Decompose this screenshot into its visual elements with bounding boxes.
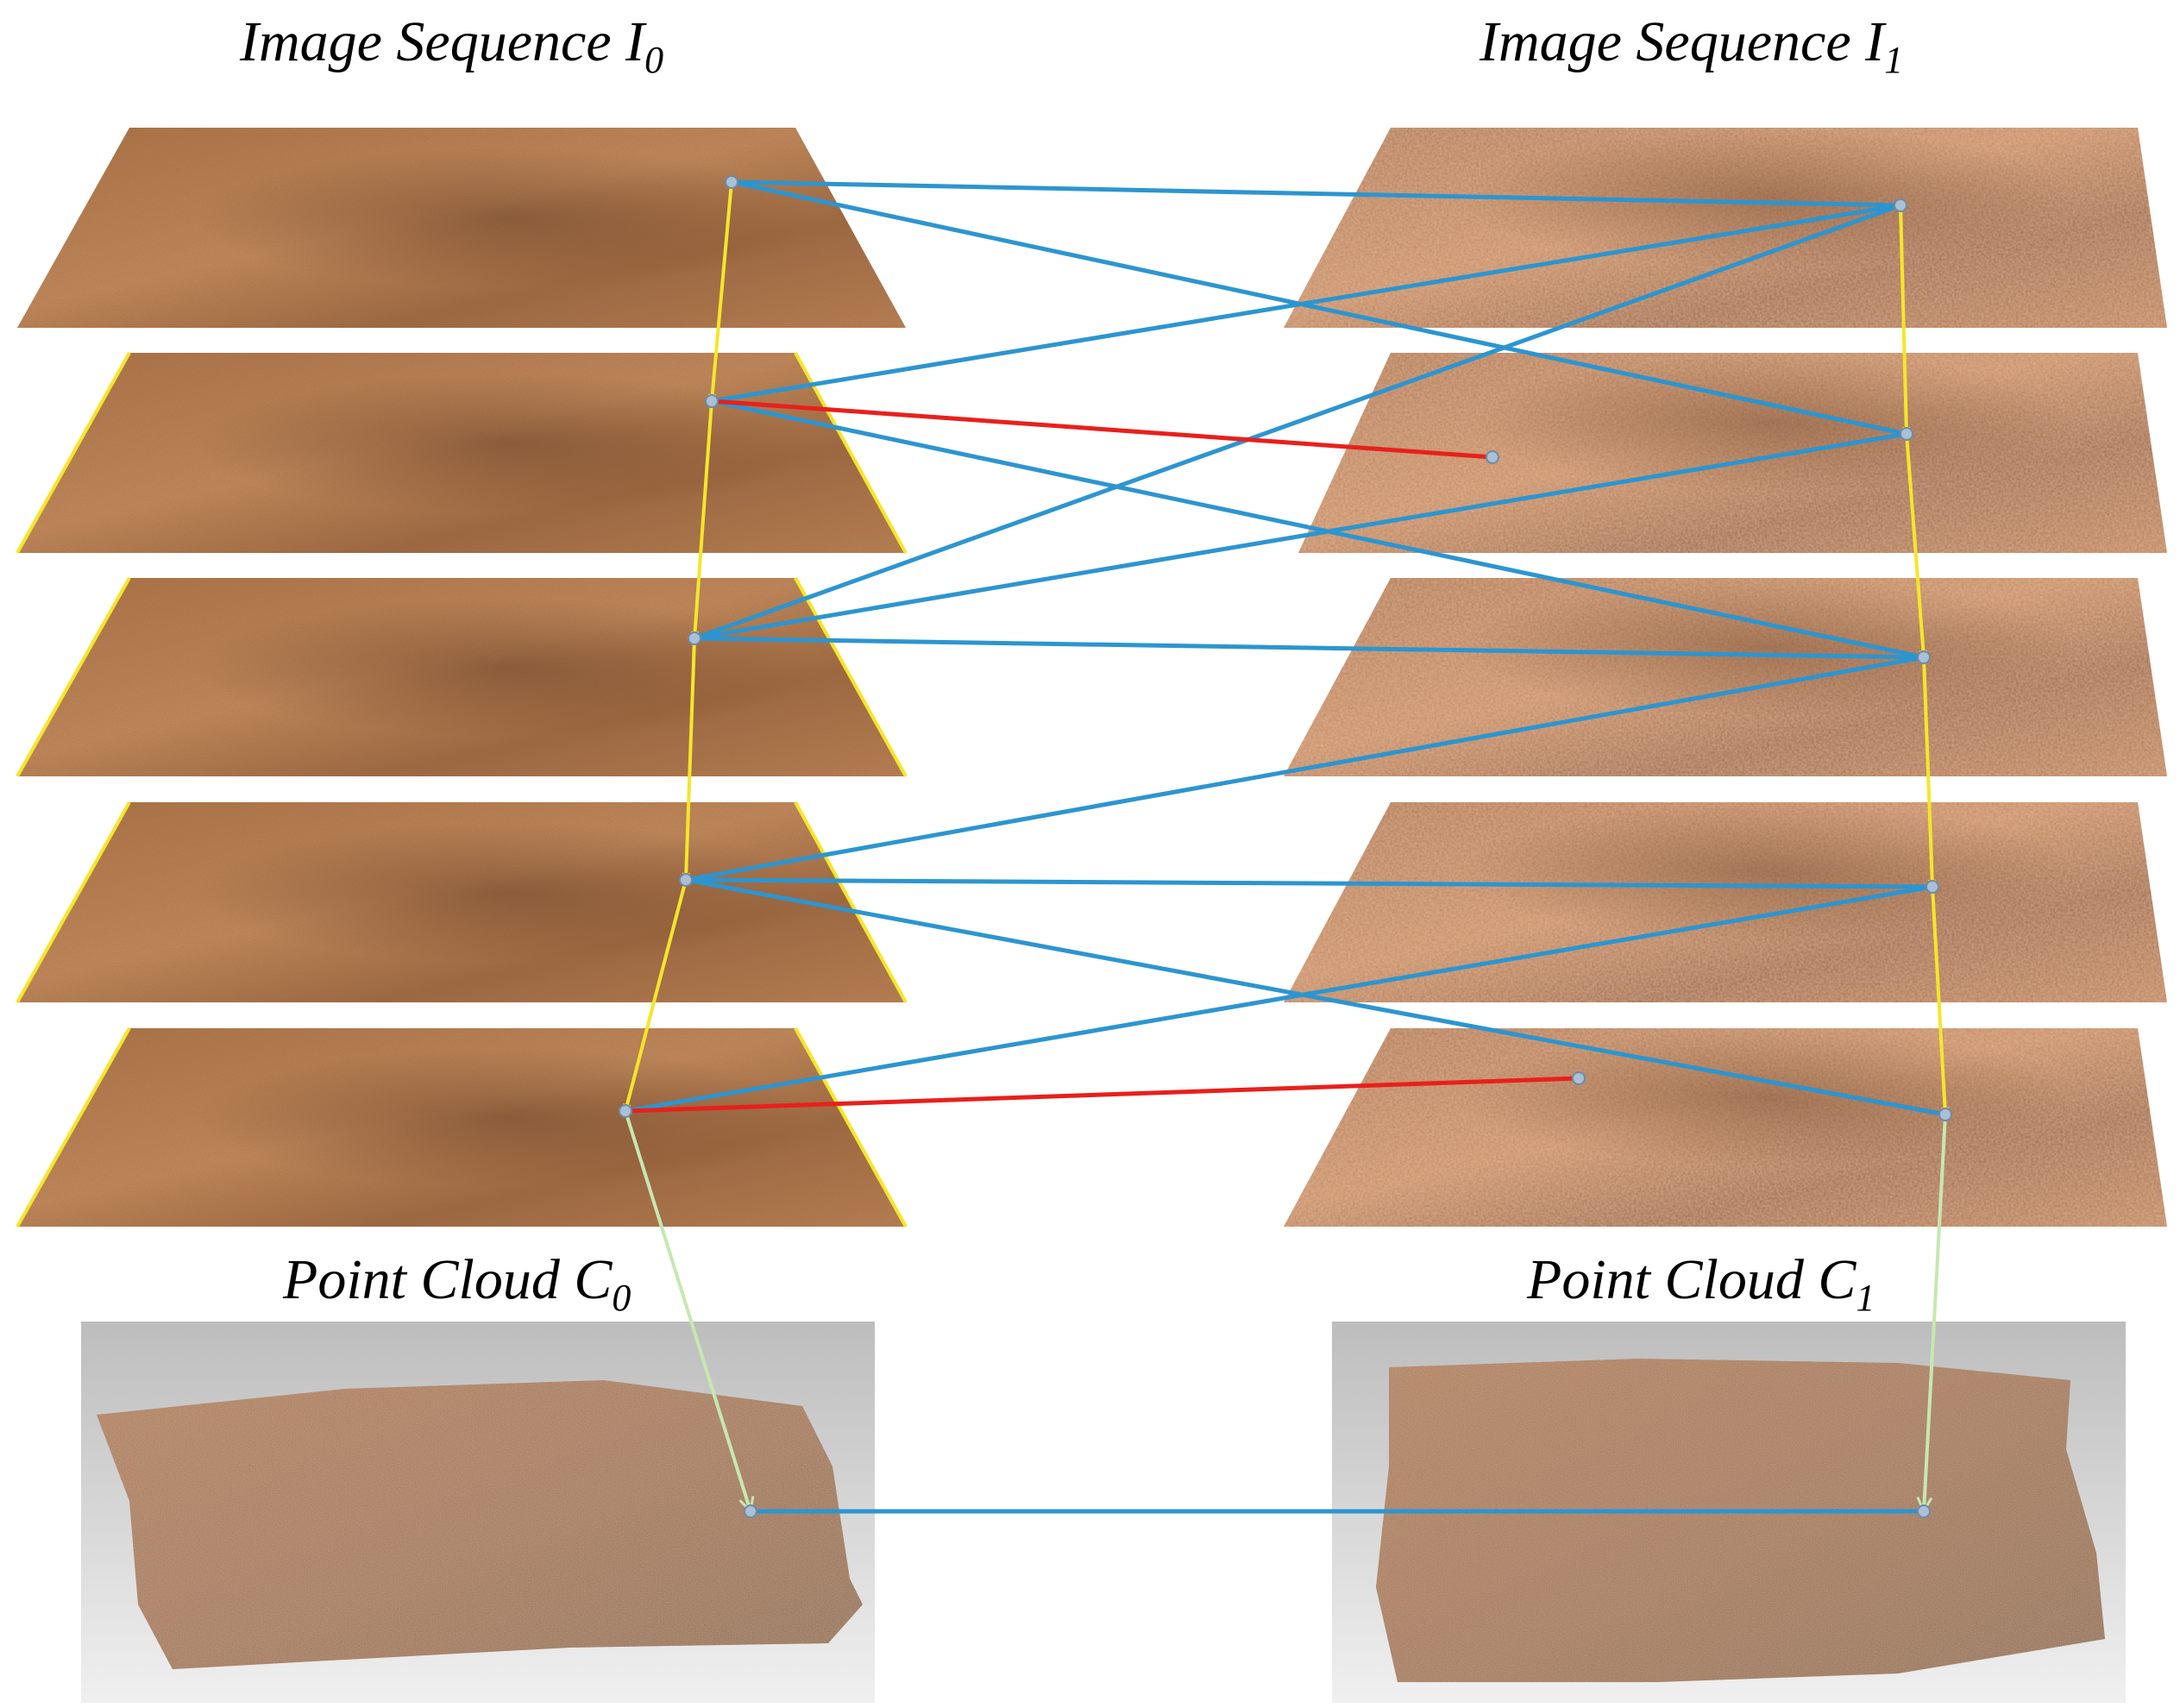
keypoint [1917,1504,1931,1518]
keypoint [1926,880,1939,894]
image-frame-0-1 [16,352,908,554]
point-cloud-0-title: Point Cloud C0 [282,1248,631,1319]
sequence-0-title: Image Sequence I0 [239,10,663,81]
point-cloud-0-panel [81,1322,875,1703]
image-sequence-0 [16,128,908,1228]
image-frame-1-0 [1284,128,2167,328]
track-link [686,637,696,880]
keypoints [619,175,1952,1518]
image-frame-1-2 [1284,578,2167,776]
cloud-link [1924,1114,1947,1511]
track-link [712,181,733,401]
image-frame-0-0 [17,128,906,328]
sequence-track-links [625,181,1945,1115]
keypoint [744,1504,757,1518]
sequence-1-title: Image Sequence I1 [1479,10,1903,81]
match-link [694,431,1907,641]
image-frame-0-4 [16,1027,908,1228]
keypoint [619,1104,632,1118]
keypoint [679,873,693,887]
match-link [685,655,1925,882]
track-link [1931,886,1945,1115]
image-frame-1-1 [1298,353,2167,553]
match-link [694,203,1901,641]
outlier-link [625,1076,1580,1114]
keypoint [688,631,701,645]
match-link [731,179,1907,436]
point-cloud-1-title: Point Cloud C1 [1526,1248,1875,1319]
track-link [694,400,713,638]
match-link [625,884,1933,1114]
image-frame-1-4 [1284,1028,2167,1227]
cloud-link [624,1110,751,1511]
track-link [1922,656,1932,887]
cloud-projection-links [624,1110,1947,1511]
image-frame-0-2 [16,577,908,777]
outlier-links [625,399,1580,1114]
keypoint [1900,427,1913,441]
keypoint [1572,1071,1586,1085]
match-link [731,179,1901,208]
match-link [685,877,1933,889]
match-link [694,636,1925,660]
keypoint [1938,1108,1952,1121]
track-link [625,879,688,1111]
keypoint [1894,198,1907,212]
feature-match-links [625,179,1946,1514]
keypoint [1917,650,1931,664]
image-frame-1-3 [1284,802,2167,1002]
track-link [1905,433,1924,657]
match-link [711,399,1925,660]
keypoint [725,175,738,189]
image-sequence-1 [1284,128,2167,1227]
match-link [685,877,1946,1117]
track-link [1899,204,1907,434]
match-link [711,203,1901,404]
keypoint [705,394,719,408]
point-cloud-1 [1376,1359,2105,1682]
point-cloud-0 [97,1380,863,1669]
image-frame-0-3 [16,801,908,1003]
keypoint [1486,450,1499,464]
outlier-link [711,399,1493,460]
